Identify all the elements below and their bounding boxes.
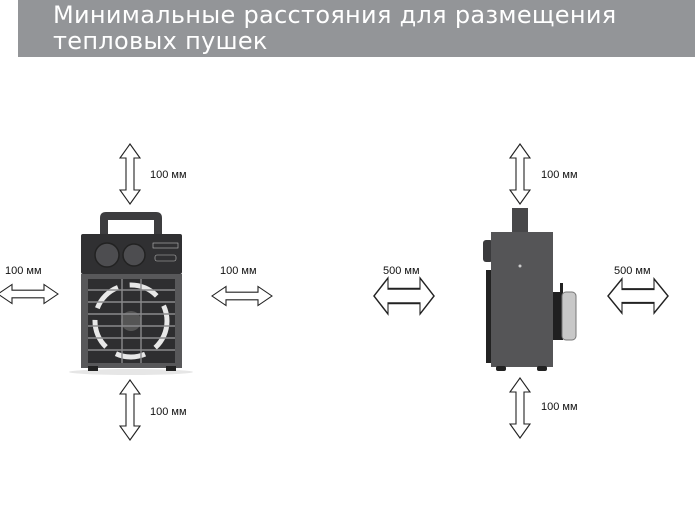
page-title: Минимальные расстояния для размещения те…: [53, 2, 617, 54]
arrow-side-bottom-icon: [509, 377, 531, 439]
side-left-distance-label: 500 мм: [383, 265, 420, 277]
arrow-front-top-icon: [119, 143, 141, 205]
front-left-distance-label: 100 мм: [5, 265, 42, 277]
arrow-front-bottom-icon: [119, 379, 141, 441]
title-line-2: тепловых пушек: [53, 27, 268, 55]
side-right-distance-label: 500 мм: [614, 265, 651, 277]
side-top-distance-label: 100 мм: [541, 169, 578, 181]
front-top-distance-label: 100 мм: [150, 169, 187, 181]
front-bottom-distance-label: 100 мм: [150, 406, 187, 418]
heater-front-image: [69, 212, 193, 375]
title-line-1: Минимальные расстояния для размещения: [53, 1, 617, 29]
arrow-side-left-icon: [373, 277, 435, 315]
arrow-side-right-icon: [607, 277, 669, 315]
heater-side-image: [483, 208, 577, 371]
side-bottom-distance-label: 100 мм: [541, 401, 578, 413]
arrow-side-top-icon: [509, 143, 531, 205]
front-right-distance-label: 100 мм: [220, 265, 257, 277]
arrow-front-right-icon: [211, 285, 273, 307]
arrow-front-left-icon: [0, 283, 59, 305]
title-bar: Минимальные расстояния для размещения те…: [18, 0, 695, 57]
